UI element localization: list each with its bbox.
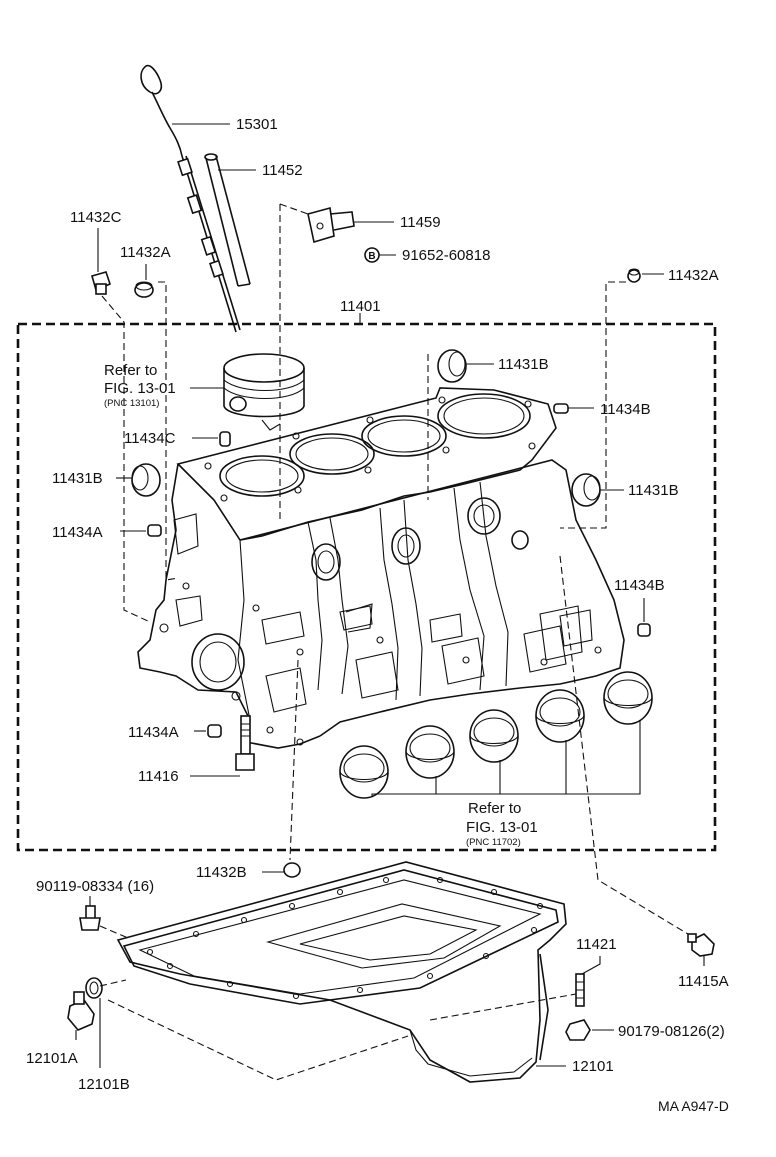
piston bbox=[223, 353, 305, 431]
label-11421: 11421 bbox=[576, 936, 617, 953]
drain-gasket-12101b bbox=[85, 977, 103, 999]
label-11434a-upper: 11434A bbox=[52, 524, 103, 541]
piston-ref-line3: (PNC 13101) bbox=[104, 398, 159, 409]
label-11434c: 11434C bbox=[124, 430, 176, 447]
bearing-ref-line2: FIG. 13-01 bbox=[466, 819, 538, 836]
label-91652-60818: 91652-60818 bbox=[402, 247, 490, 264]
label-12101: 12101 bbox=[572, 1058, 614, 1075]
label-12101b: 12101B bbox=[78, 1076, 130, 1093]
label-11431b-right: 11431B bbox=[628, 482, 679, 499]
oil-dipstick bbox=[140, 64, 241, 333]
bolt-marker-letter: B bbox=[368, 251, 375, 262]
stud-11416 bbox=[235, 715, 255, 771]
piston-ref-line2: FIG. 13-01 bbox=[104, 380, 176, 397]
main-bearings bbox=[339, 671, 653, 799]
stud-11421 bbox=[575, 973, 585, 1007]
pin-11434c bbox=[219, 431, 231, 447]
oil-pan bbox=[116, 861, 567, 1083]
pan-bolt-90119 bbox=[79, 905, 101, 931]
tube-bracket bbox=[307, 206, 355, 244]
nut-90179 bbox=[565, 1019, 591, 1041]
label-15301: 15301 bbox=[236, 116, 278, 133]
plug-11431b-top bbox=[437, 349, 467, 383]
label-11432a-left: 11432A bbox=[120, 244, 171, 261]
pin-11434a-upper bbox=[147, 524, 162, 537]
drawing-code: MA A947-D bbox=[658, 1098, 729, 1114]
label-11452: 11452 bbox=[262, 162, 303, 179]
label-11459: 11459 bbox=[400, 214, 441, 231]
label-11434b-top: 11434B bbox=[600, 401, 651, 418]
bearing-ref-line1: Refer to bbox=[468, 800, 521, 817]
label-90179-08126: 90179-08126(2) bbox=[618, 1023, 725, 1040]
plug-11432c bbox=[91, 271, 111, 295]
pin-11434b-mid bbox=[637, 623, 651, 637]
label-11401: 11401 bbox=[340, 298, 381, 315]
label-11416: 11416 bbox=[138, 768, 179, 785]
label-11415a: 11415A bbox=[678, 973, 729, 990]
block-assembly-frame bbox=[16, 322, 717, 852]
label-11432b: 11432B bbox=[196, 864, 247, 881]
drain-plug-12101a bbox=[67, 991, 95, 1031]
label-11434a-lower: 11434A bbox=[128, 724, 179, 741]
pin-11434b-top bbox=[553, 403, 569, 414]
label-12101a: 12101A bbox=[26, 1050, 78, 1067]
plug-11431b-right bbox=[571, 473, 601, 507]
plug-11432a-right bbox=[627, 268, 641, 283]
plug-11415a bbox=[687, 933, 715, 957]
label-11431b-left: 11431B bbox=[52, 470, 103, 487]
bearing-ref-line3: (PNC 11702) bbox=[466, 837, 521, 848]
cylinder-block bbox=[137, 387, 625, 749]
plug-11431b-left bbox=[131, 463, 161, 497]
label-90119-08334: 90119-08334 (16) bbox=[36, 878, 154, 895]
label-11432a-right: 11432A bbox=[668, 267, 719, 284]
plug-11432a-left bbox=[134, 281, 154, 298]
dipstick-guide-tube bbox=[204, 153, 251, 287]
piston-ref-line1: Refer to bbox=[104, 362, 157, 379]
plug-11432b bbox=[283, 862, 301, 878]
pin-11434a-lower bbox=[207, 724, 222, 738]
label-11434b-mid: 11434B bbox=[614, 577, 665, 594]
label-11431b-top: 11431B bbox=[498, 356, 549, 373]
label-11432c: 11432C bbox=[70, 209, 122, 226]
